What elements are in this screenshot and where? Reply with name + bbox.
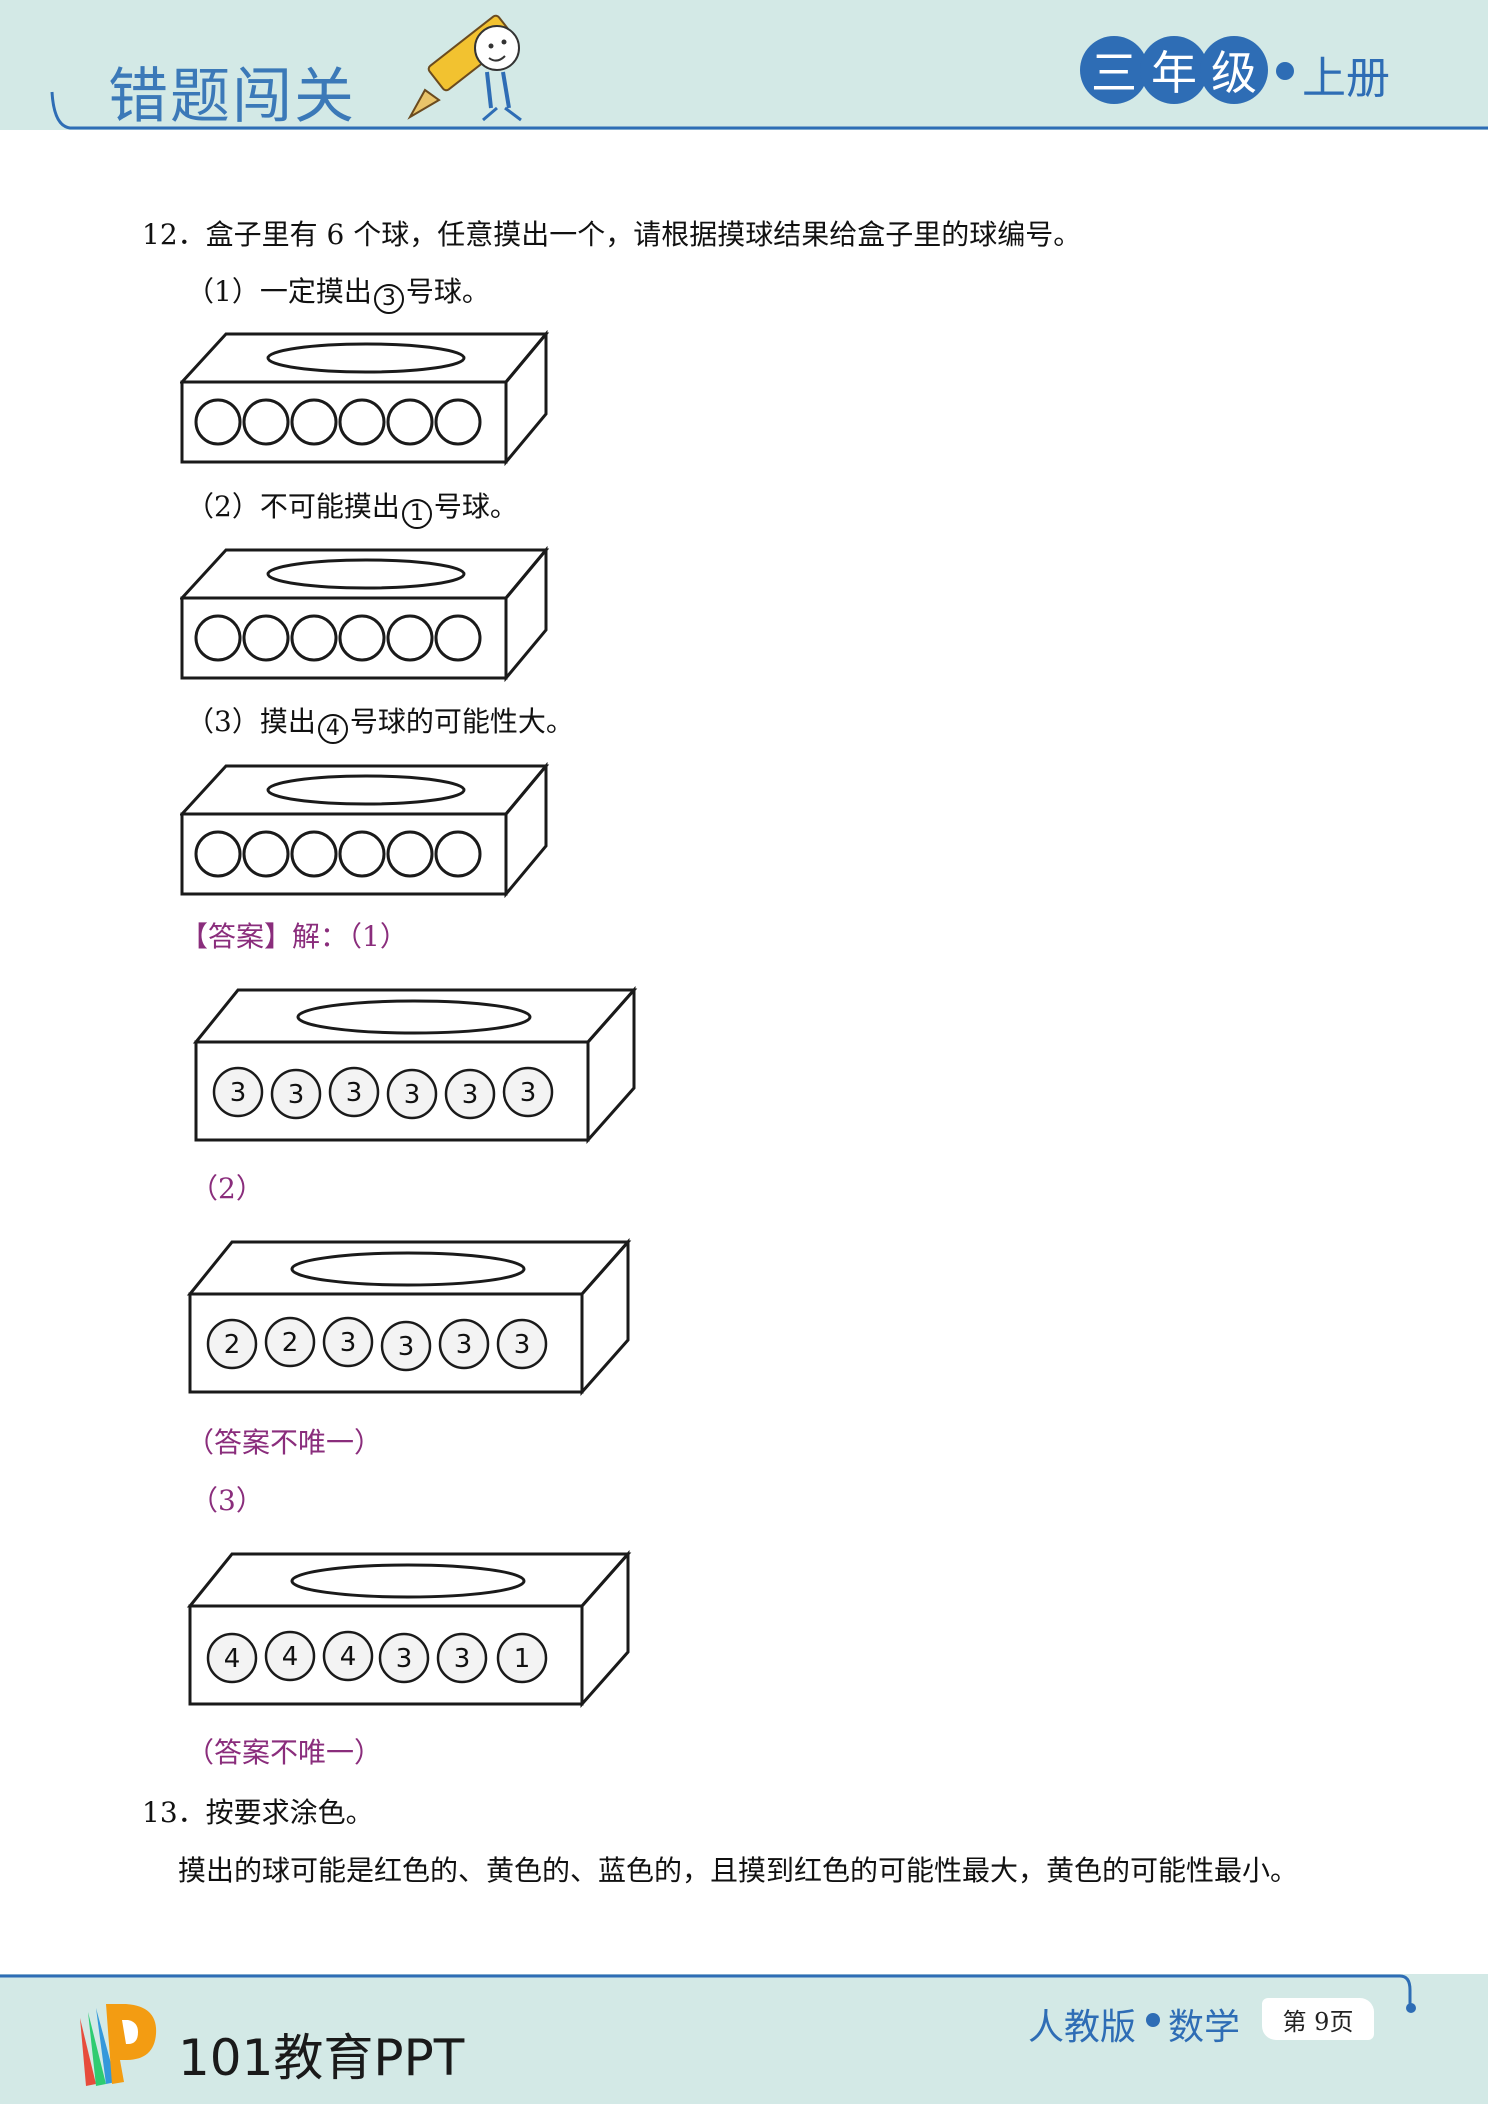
ball-label: 3 bbox=[346, 1078, 363, 1108]
answer-part-2-label: （2） bbox=[190, 1172, 264, 1205]
ball-label: 3 bbox=[454, 1644, 471, 1674]
ball-label: 3 bbox=[462, 1080, 479, 1110]
grade-char: 级 bbox=[1200, 36, 1268, 104]
pencil-mascot-icon bbox=[407, 14, 522, 122]
answer-note-1: （答案不唯一） bbox=[186, 1426, 383, 1459]
subject-label: 数学 bbox=[1168, 2007, 1241, 2048]
ball-box-blank bbox=[180, 546, 550, 682]
brand-name: 101教育PPT bbox=[178, 2029, 465, 2087]
answer-tag: 【答案】 bbox=[180, 920, 293, 953]
part-3-suffix: 号球的可能性大。 bbox=[349, 705, 574, 738]
ball-label: 3 bbox=[514, 1330, 531, 1360]
ball-label: 4 bbox=[340, 1642, 357, 1672]
ball-label: 1 bbox=[514, 1644, 531, 1674]
volume-label: 上册 bbox=[1302, 53, 1390, 104]
answer-intro: 解：（1） bbox=[292, 920, 408, 953]
ball-label: 3 bbox=[520, 1078, 537, 1108]
separator-dot bbox=[1146, 2013, 1160, 2027]
footer-decor-line bbox=[0, 1974, 1416, 2013]
circled-number: 4 bbox=[317, 714, 348, 744]
answer-heading: 【答案】解：（1） bbox=[180, 920, 408, 954]
answer-1-balls: 3 3 3 3 3 3 bbox=[212, 1066, 554, 1120]
ball-box-answer-3: 4 4 4 3 3 1 bbox=[186, 1550, 632, 1708]
ball-label: 3 bbox=[288, 1080, 305, 1110]
circled-number: 1 bbox=[401, 499, 432, 529]
ball-label: 2 bbox=[282, 1328, 299, 1358]
answer-2-balls: 2 2 3 3 3 3 bbox=[206, 1316, 548, 1372]
ball-label: 3 bbox=[230, 1078, 247, 1108]
ball-label: 3 bbox=[396, 1644, 413, 1674]
ball-label: 4 bbox=[282, 1642, 299, 1672]
brand-logo-icon bbox=[80, 2004, 157, 2086]
answer-3-balls: 4 4 4 3 3 1 bbox=[206, 1630, 548, 1684]
question-12-stem: 12．盒子里有 6 个球，任意摸出一个，请根据摸球结果给盒子里的球编号。 bbox=[142, 218, 1082, 251]
answer-note-2: （答案不唯一） bbox=[186, 1736, 383, 1769]
ball-label: 4 bbox=[224, 1644, 241, 1674]
ball-box-blank bbox=[180, 330, 550, 466]
part-2-prefix: （2）不可能摸出 bbox=[186, 490, 400, 523]
circled-number: 3 bbox=[373, 284, 404, 314]
ball-box-answer-2: 2 2 3 3 3 3 bbox=[186, 1238, 632, 1396]
ball-box-blank bbox=[180, 762, 550, 898]
edition-label: 人教版 bbox=[1028, 2007, 1137, 2048]
grade-char: 年 bbox=[1140, 36, 1208, 104]
question-13-text: 摸出的球可能是红色的、黄色的、蓝色的，且摸到红色的可能性最大，黄色的可能性最小。 bbox=[178, 1854, 1299, 1887]
ball-label: 3 bbox=[404, 1080, 421, 1110]
header-decor-line bbox=[50, 91, 1488, 130]
ball-label: 3 bbox=[398, 1332, 415, 1362]
part-1-prefix: （1）一定摸出 bbox=[186, 275, 372, 308]
ball-box-answer-1: 3 3 3 3 3 3 bbox=[192, 986, 638, 1144]
grade-char: 三 bbox=[1080, 36, 1148, 104]
header-title: 错题闯关 bbox=[108, 62, 356, 132]
part-3-prefix: （3）摸出 bbox=[186, 705, 316, 738]
part-1-suffix: 号球。 bbox=[405, 275, 490, 308]
part-2-suffix: 号球。 bbox=[433, 490, 518, 523]
separator-dot bbox=[1276, 62, 1294, 80]
page-footer bbox=[0, 1974, 1488, 2104]
ball-label: 3 bbox=[456, 1330, 473, 1360]
ball-label: 2 bbox=[224, 1330, 241, 1360]
answer-part-3-label: （3） bbox=[190, 1484, 264, 1517]
ball-label: 3 bbox=[340, 1328, 357, 1358]
question-13-stem: 13．按要求涂色。 bbox=[142, 1796, 374, 1829]
page-number: 第 9页 bbox=[1262, 1998, 1374, 2040]
